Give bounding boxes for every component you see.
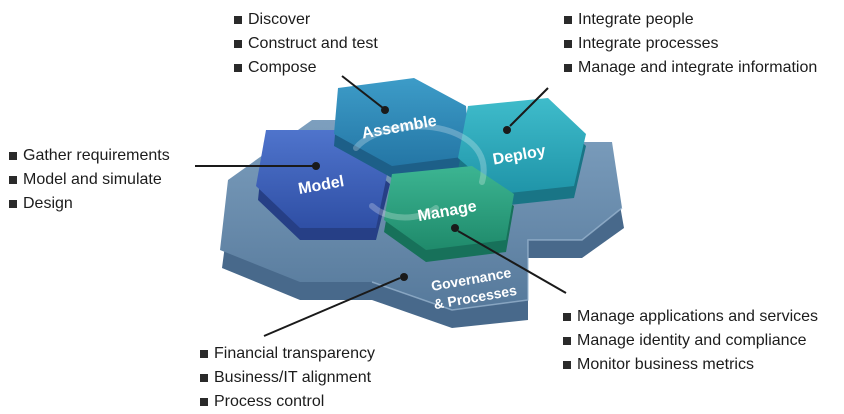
list-item: Process control [199, 390, 375, 414]
governance-bullet-list: Financial transparency Business/IT align… [199, 342, 375, 414]
list-item: Compose [233, 56, 378, 80]
manage-callout-dot [451, 224, 459, 232]
manage-bullet-list: Manage applications and services Manage … [562, 305, 818, 377]
assemble-hexagon [334, 78, 470, 178]
list-item: Construct and test [233, 32, 378, 56]
list-item: Manage identity and compliance [562, 329, 818, 353]
deploy-callout-dot [503, 126, 511, 134]
list-item: Model and simulate [8, 168, 170, 192]
model-callout-dot [312, 162, 320, 170]
deploy-callout-line [509, 87, 549, 127]
deploy-bullet-list: Integrate people Integrate processes Man… [563, 8, 817, 80]
list-item: Manage applications and services [562, 305, 818, 329]
list-item: Discover [233, 8, 378, 32]
governance-callout-line [263, 277, 401, 337]
governance-callout-dot [400, 273, 408, 281]
assemble-callout-dot [381, 106, 389, 114]
model-bullet-list: Gather requirements Model and simulate D… [8, 144, 170, 216]
list-item: Design [8, 192, 170, 216]
list-item: Manage and integrate information [563, 56, 817, 80]
list-item: Business/IT alignment [199, 366, 375, 390]
list-item: Financial transparency [199, 342, 375, 366]
list-item: Integrate people [563, 8, 817, 32]
assemble-callout-line [341, 75, 384, 109]
callout-lines [195, 75, 567, 337]
list-item: Monitor business metrics [562, 353, 818, 377]
manage-callout-line [457, 230, 567, 294]
cycle-arrow-decoration [353, 123, 487, 221]
manage-hexagon [384, 166, 514, 262]
assemble-bullet-list: Discover Construct and test Compose [233, 8, 378, 80]
list-item: Gather requirements [8, 144, 170, 168]
list-item: Integrate processes [563, 32, 817, 56]
